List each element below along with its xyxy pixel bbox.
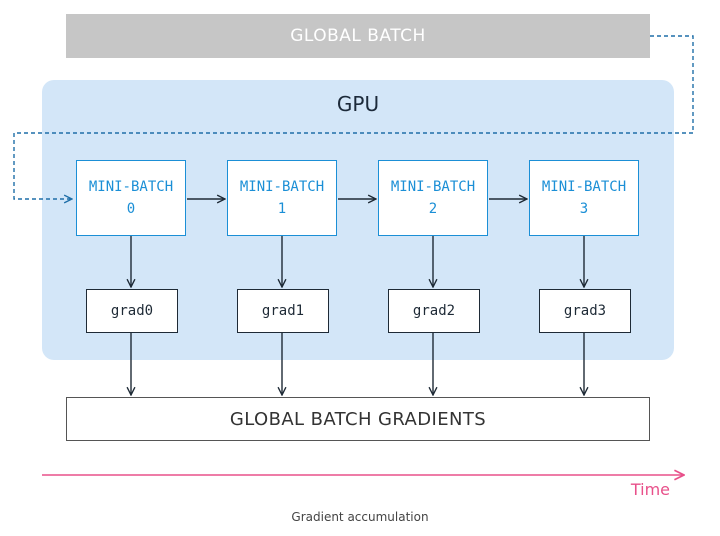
mini-batch-2-label: MINI-BATCH	[390, 179, 476, 195]
mini-batch-1: MINI-BATCH 1	[227, 160, 337, 236]
mini-batch-2: MINI-BATCH 2	[378, 160, 488, 236]
global-batch-gradients-label: GLOBAL BATCH GRADIENTS	[229, 408, 487, 430]
global-batch-gradients-box: GLOBAL BATCH GRADIENTS	[66, 397, 650, 441]
grad-2-label: grad2	[412, 303, 456, 319]
grad-1-box: grad1	[237, 289, 329, 333]
time-axis-label: Time	[630, 480, 670, 499]
global-batch-bar: GLOBAL BATCH	[66, 14, 650, 58]
mini-batch-1-label: MINI-BATCH	[239, 179, 325, 195]
gpu-title: GPU	[336, 92, 380, 116]
mini-batch-1-index: 1	[277, 201, 287, 217]
mini-batch-3-label: MINI-BATCH	[541, 179, 627, 195]
figure-caption: Gradient accumulation	[291, 510, 429, 524]
global-batch-label: GLOBAL BATCH	[290, 26, 426, 46]
mini-batch-0-label: MINI-BATCH	[88, 179, 174, 195]
grad-2-box: grad2	[388, 289, 480, 333]
mini-batch-3: MINI-BATCH 3	[529, 160, 639, 236]
mini-batch-2-index: 2	[428, 201, 438, 217]
dashed-data-flow-line	[13, 35, 694, 199]
grad-3-box: grad3	[539, 289, 631, 333]
mini-batch-3-index: 3	[579, 201, 589, 217]
mini-batch-0: MINI-BATCH 0	[76, 160, 186, 236]
mini-batch-0-index: 0	[126, 201, 136, 217]
grad-0-box: grad0	[86, 289, 178, 333]
grad-1-label: grad1	[261, 303, 305, 319]
grad-3-label: grad3	[563, 303, 607, 319]
grad-0-label: grad0	[110, 303, 154, 319]
